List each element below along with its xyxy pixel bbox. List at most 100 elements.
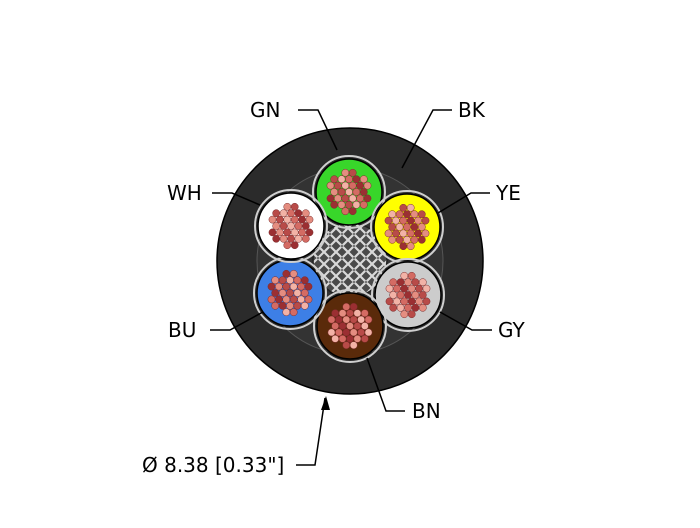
conductor-strands: [268, 202, 314, 250]
copper-strand: [297, 282, 305, 291]
copper-strand: [396, 303, 405, 312]
copper-strand: [417, 235, 426, 244]
copper-strand: [286, 301, 294, 310]
copper-strand: [267, 295, 276, 304]
copper-strand: [359, 200, 368, 209]
copper-strand: [411, 291, 420, 299]
copper-strand: [334, 194, 342, 203]
copper-strand: [403, 235, 411, 244]
copper-strand: [389, 278, 398, 287]
copper-strand: [293, 276, 302, 285]
copper-strand: [330, 200, 339, 209]
copper-strand: [363, 194, 372, 203]
label-diameter: Ø 8.38 [0.33"]: [142, 453, 284, 477]
diameter-arrowhead: [321, 396, 330, 410]
label-bu: BU: [168, 318, 196, 342]
copper-strand: [399, 216, 408, 225]
copper-strand: [337, 200, 346, 209]
copper-strand: [406, 216, 415, 225]
copper-strand: [290, 215, 299, 224]
copper-strand: [282, 295, 291, 304]
copper-strand: [278, 301, 287, 310]
copper-strand: [400, 297, 409, 306]
copper-strand: [294, 234, 303, 243]
copper-strand: [278, 289, 287, 297]
copper-strand: [279, 234, 288, 243]
copper-strand: [271, 301, 280, 310]
copper-strand: [293, 301, 302, 310]
copper-strand: [290, 228, 299, 237]
copper-strand: [417, 223, 426, 231]
leader-line-bk: [401, 109, 452, 169]
copper-strand: [357, 315, 365, 324]
copper-strand: [407, 284, 416, 293]
copper-strand: [267, 282, 276, 291]
copper-strand: [345, 200, 353, 209]
copper-strand: [418, 291, 427, 299]
copper-strand: [393, 297, 401, 306]
copper-strand: [364, 328, 373, 337]
copper-strand: [330, 188, 339, 196]
copper-strand: [286, 276, 294, 285]
copper-strand: [271, 289, 280, 297]
copper-strand: [287, 222, 295, 230]
copper-strand: [384, 216, 393, 225]
copper-strand: [338, 309, 347, 318]
copper-strand: [268, 215, 277, 224]
copper-strand: [392, 229, 400, 238]
copper-strand: [352, 188, 361, 196]
conductor-white: [254, 189, 328, 263]
copper-strand: [364, 315, 373, 324]
copper-strand: [349, 341, 358, 350]
copper-strand: [272, 209, 281, 218]
copper-strand: [352, 200, 361, 209]
copper-strand: [341, 181, 350, 190]
leader-line-bu: [210, 311, 264, 331]
leader-line-yellow: [437, 192, 490, 214]
leader-line-gy: [439, 311, 492, 331]
copper-strand: [301, 222, 310, 230]
conductor-sheath: [254, 189, 328, 263]
copper-strand: [406, 229, 415, 238]
copper-strand: [363, 181, 372, 190]
copper-strand: [342, 341, 351, 350]
copper-strand: [400, 310, 409, 319]
copper-strand: [422, 284, 431, 293]
conductor-gn: [312, 155, 386, 229]
copper-strand: [411, 303, 420, 312]
copper-strand: [385, 284, 394, 293]
copper-strand: [305, 228, 314, 237]
copper-strand: [282, 308, 291, 317]
copper-strand: [337, 175, 346, 184]
copper-strand: [410, 210, 419, 219]
copper-strand: [421, 229, 430, 238]
copper-strand: [289, 269, 298, 278]
copper-strand: [400, 284, 409, 293]
copper-strand: [396, 291, 405, 299]
copper-strand: [406, 203, 415, 212]
conductor-gray: [371, 258, 445, 332]
copper-strand: [418, 278, 427, 287]
copper-strand: [353, 309, 362, 318]
label-bk: BK: [458, 98, 486, 122]
copper-strand: [301, 234, 310, 243]
copper-strand: [301, 209, 310, 218]
copper-strand: [395, 235, 404, 244]
copper-strand: [275, 295, 283, 304]
copper-strand: [300, 289, 309, 297]
copper-strand: [283, 215, 292, 224]
copper-strand: [360, 322, 369, 330]
conductor-yellow: [370, 190, 444, 264]
copper-strand: [338, 334, 347, 343]
copper-strand: [346, 322, 354, 330]
copper-strand: [335, 315, 343, 324]
conductor-sheath: [312, 155, 386, 229]
conductor-sheath: [313, 289, 387, 363]
copper-strand: [276, 228, 284, 237]
copper-strand: [294, 222, 303, 230]
label-gy: GY: [498, 318, 526, 342]
copper-strand: [415, 297, 423, 306]
copper-strand: [304, 282, 313, 291]
copper-strand: [268, 228, 277, 237]
copper-strand: [341, 194, 350, 203]
